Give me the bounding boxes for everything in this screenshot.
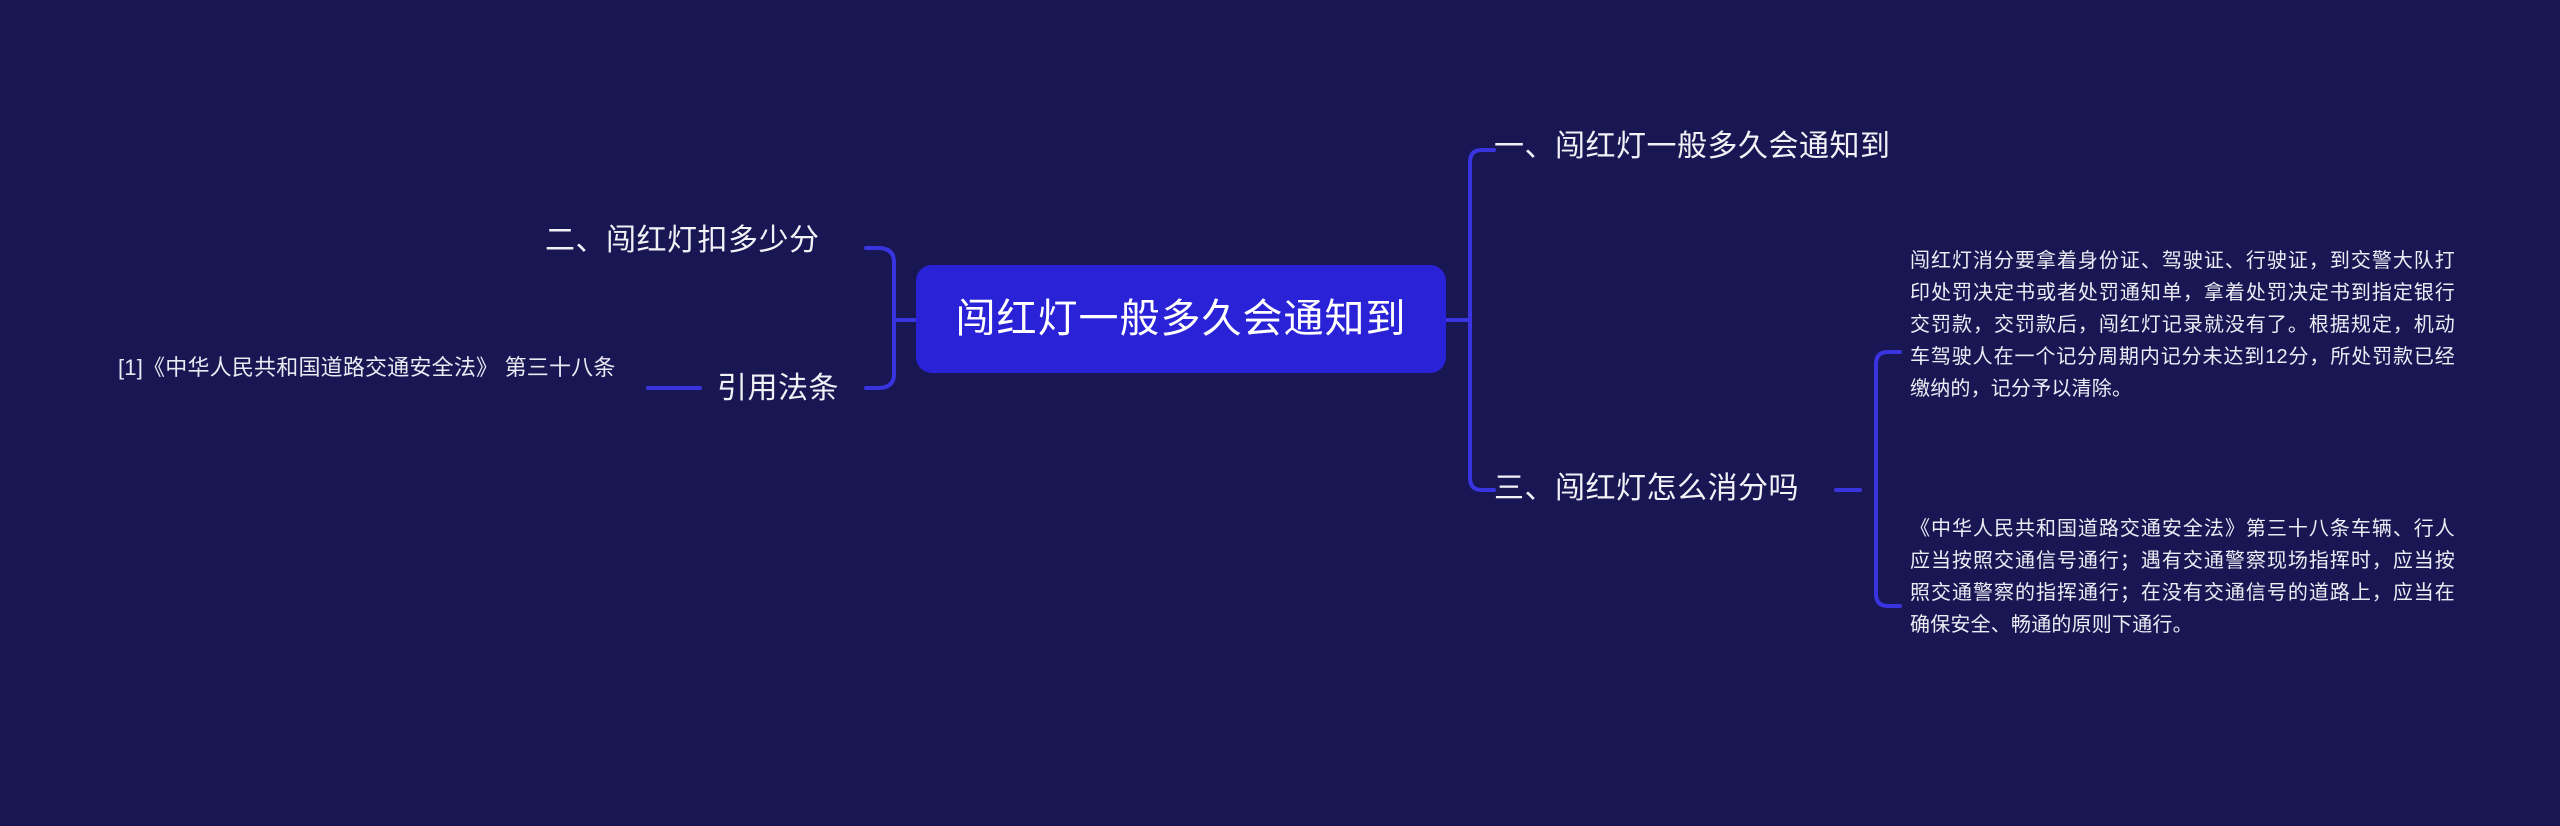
branch-node-left-1[interactable]: 二、闯红灯扣多少分: [545, 222, 820, 260]
branch-node-left-1-label: 二、闯红灯扣多少分: [545, 224, 820, 257]
connector-left-spine: [864, 246, 896, 390]
branch-node-left-2-label: 引用法条: [717, 372, 839, 405]
branch-node-right-2[interactable]: 三、闯红灯怎么消分吗: [1494, 470, 1799, 508]
branch-node-right-1-label: 一、闯红灯一般多久会通知到: [1494, 130, 1891, 163]
branch-node-right-1[interactable]: 一、闯红灯一般多久会通知到: [1494, 128, 1891, 166]
leaf-paragraph-consume-points: 闯红灯消分要拿着身份证、驾驶证、行驶证，到交警大队打印处罚决定书或者处罚通知单，…: [1910, 250, 2455, 400]
root-node[interactable]: 闯红灯一般多久会通知到: [916, 265, 1446, 373]
leaf-law-citation: [1]《中华人民共和国道路交通安全法》 第三十八条: [118, 355, 616, 380]
leaf-paragraph-traffic-law-article38: 《中华人民共和国道路交通安全法》第三十八条车辆、行人应当按照交通信号通行；遇有交…: [1910, 518, 2455, 636]
connector-branch3-spine: [1874, 350, 1902, 608]
branch-node-right-2-label: 三、闯红灯怎么消分吗: [1494, 472, 1799, 505]
branch-node-left-2[interactable]: 引用法条: [717, 370, 839, 408]
root-node-label: 闯红灯一般多久会通知到: [955, 297, 1407, 341]
connector-right-spine: [1468, 148, 1496, 492]
